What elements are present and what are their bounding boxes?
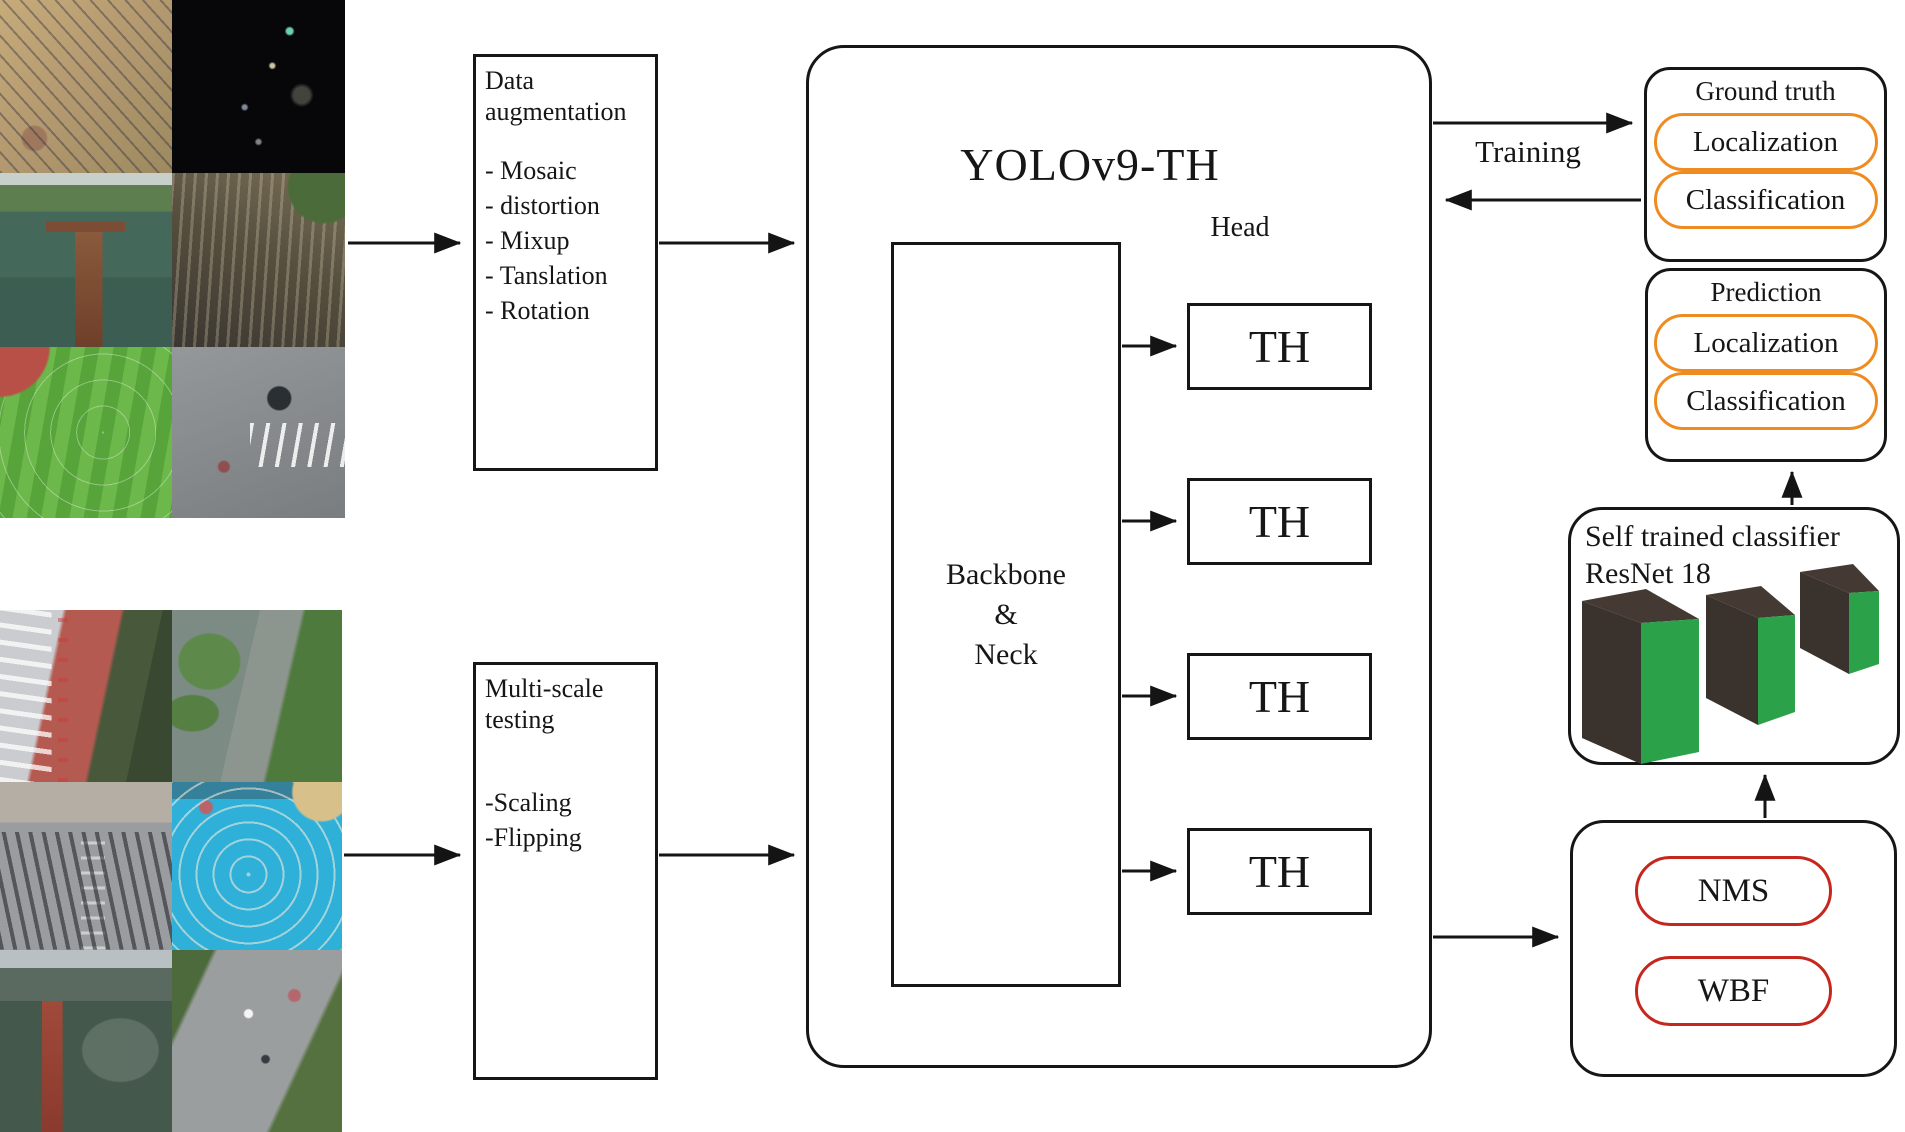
augmentation-item: - Mixup [485, 226, 570, 255]
pill-label: WBF [1697, 972, 1770, 1009]
prediction-classification-pill: Classification [1654, 372, 1878, 430]
head-label: Head [1210, 212, 1270, 243]
backbone-line: & [994, 597, 1018, 631]
pill-label: Classification [1685, 183, 1846, 216]
augmentation-item: - Tanslation [485, 261, 608, 290]
ground-truth-box: Ground truth Localization Classification [1644, 67, 1887, 262]
multi-scale-testing-box: Multi-scale testing -Scaling -Flipping [473, 662, 658, 1080]
multi-scale-list: -Scaling -Flipping [485, 785, 646, 855]
ground-truth-title: Ground truth [1695, 76, 1836, 106]
backbone-neck-label: Backbone & Neck [946, 555, 1066, 675]
pill-label: NMS [1697, 872, 1770, 909]
aerial-wave-pool-image [172, 782, 342, 950]
pill-label: Localization [1693, 326, 1839, 359]
th-head-box-4: TH [1187, 828, 1372, 915]
aerial-park-lake-image [0, 950, 172, 1132]
aerial-night-street-image [172, 0, 345, 173]
prediction-localization-pill: Localization [1654, 314, 1878, 372]
th-label: TH [1248, 321, 1311, 372]
aerial-lake-pier-image [0, 173, 172, 347]
backbone-neck-box: Backbone & Neck [891, 242, 1121, 987]
aerial-red-lane-street-image [0, 610, 172, 782]
data-augmentation-box: Data augmentation - Mosaic - distortion … [473, 54, 658, 471]
wbf-pill: WBF [1635, 956, 1832, 1026]
multi-scale-title: Multi-scale testing [485, 674, 604, 734]
yolov9-th-title: YOLOv9-TH [960, 139, 1220, 190]
self-trained-classifier-box: Self trained classifier ResNet 18 [1568, 507, 1900, 765]
aerial-beach-crowd-image [0, 0, 172, 173]
multi-scale-item: -Scaling [485, 788, 572, 817]
training-label: Training [1475, 134, 1581, 169]
prediction-box: Prediction Localization Classification [1645, 268, 1887, 462]
aerial-busy-intersection-image [0, 782, 172, 950]
aerial-canal-path-image [172, 610, 342, 782]
pill-label: Classification [1686, 384, 1846, 417]
data-augmentation-title: Data augmentation [485, 66, 627, 126]
aerial-crosswalk-image [172, 347, 345, 518]
multi-scale-item: -Flipping [485, 823, 582, 852]
aerial-hillside-street-image [172, 173, 345, 347]
augmentation-item: - distortion [485, 191, 600, 220]
th-label: TH [1248, 496, 1311, 547]
nms-pill: NMS [1635, 856, 1832, 926]
postprocess-box: NMS WBF [1570, 820, 1897, 1077]
classifier-subtitle: ResNet 18 [1585, 557, 1711, 590]
th-head-box-2: TH [1187, 478, 1372, 565]
data-augmentation-list: - Mosaic - distortion - Mixup - Tanslati… [485, 153, 646, 328]
ground-truth-localization-pill: Localization [1653, 113, 1878, 171]
aerial-curved-road-image [172, 950, 342, 1132]
th-label: TH [1248, 671, 1311, 722]
prediction-title: Prediction [1710, 277, 1822, 307]
th-head-box-1: TH [1187, 303, 1372, 390]
th-head-box-3: TH [1187, 653, 1372, 740]
backbone-line: Backbone [946, 557, 1066, 591]
backbone-line: Neck [974, 637, 1038, 671]
ground-truth-classification-pill: Classification [1653, 171, 1878, 229]
classifier-title: Self trained classifier [1585, 520, 1840, 553]
aerial-sports-field-image [0, 347, 172, 518]
th-label: TH [1248, 846, 1311, 897]
pill-label: Localization [1693, 125, 1838, 158]
augmentation-item: - Mosaic [485, 156, 577, 185]
augmentation-item: - Rotation [485, 296, 590, 325]
